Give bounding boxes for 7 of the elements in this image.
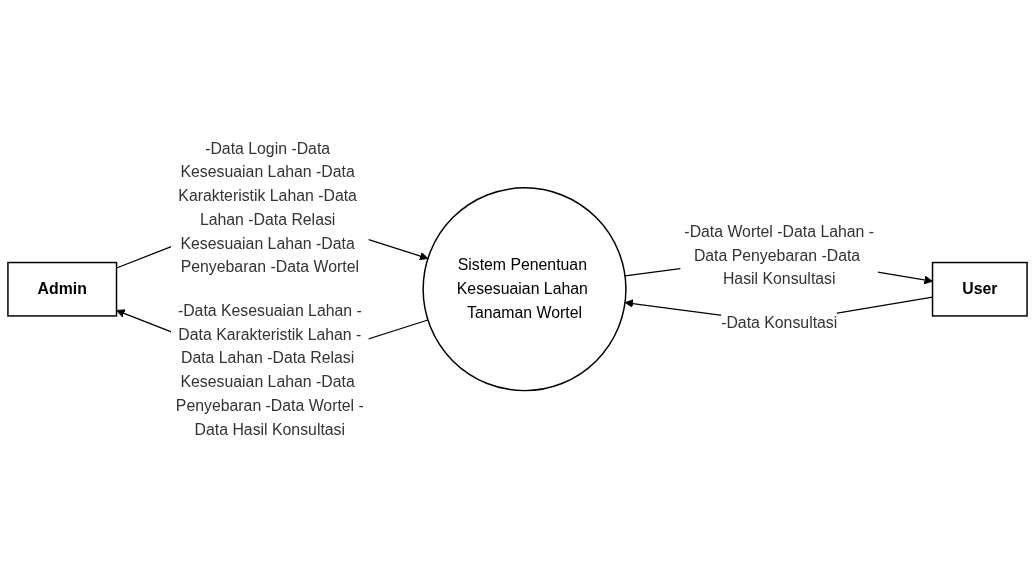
edge-label: -Data Login -Data Kesesuaian Lahan -Data Karakteristik Lahan -Data Lahan -Data Relasi Kesesuaian Lahan -Data Penyebaran -Data Wortel [178,140,359,276]
edge-label: -Data Konsultasi [721,314,838,332]
node-box: User [931,262,1028,317]
node-circle: Sistem Penentuan Kesesuaian Lahan Tanaman Wortel [422,187,627,392]
edge-label: -Data Kesesuaian Lahan -Data Karakteristik Lahan -Data Lahan -Data Relasi Kesesuaian Lahan -Data Penyebaran -Data Wortel -Data Hasil Konsultasi [175,302,364,438]
edge-label: -Data Wortel -Data Lahan -Data Penyebaran -Data Hasil Konsultasi [684,223,875,288]
node-box: Admin [7,262,118,317]
